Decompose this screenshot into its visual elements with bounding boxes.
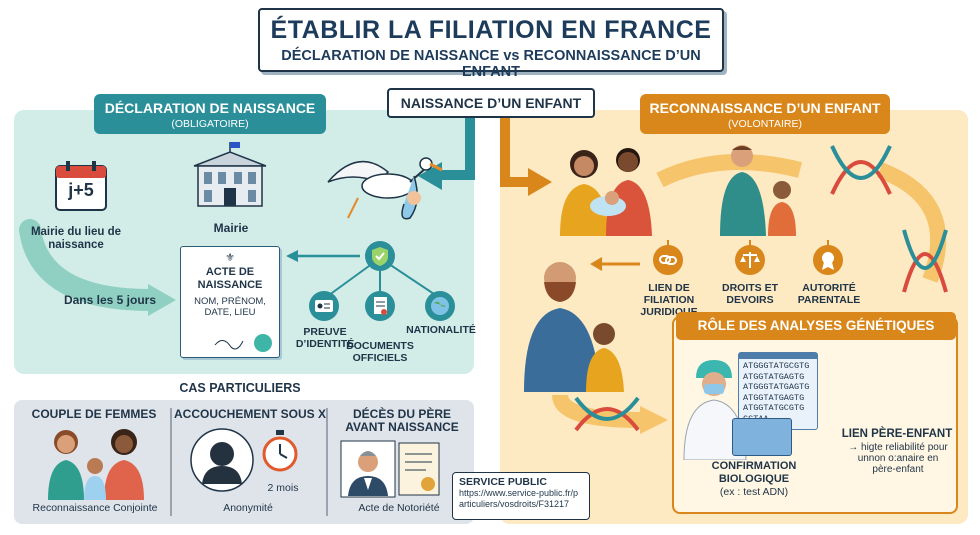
sequence-line: ATGGGTATGAGTG <box>743 382 810 392</box>
service-public-link[interactable]: https://www.service-public.fr/particulie… <box>459 488 579 509</box>
case-x-title: ACCOUCHEMENT SOUS X <box>174 407 327 421</box>
reconnaissance-subtitle: (VOLONTAIRE) <box>728 118 802 130</box>
stamp-icon <box>214 334 272 352</box>
stork-icon <box>318 142 444 226</box>
page-title: ÉTABLIR LA FILIATION EN FRANCE <box>270 16 712 44</box>
confirm-label: CONFIRMATION BIOLOGIQUE <box>711 460 797 485</box>
calendar-icon: j+5 <box>54 160 108 212</box>
town-hall-icon <box>188 140 272 210</box>
link-title: LIEN PÈRE-ENFANT <box>841 428 953 440</box>
case-x-caption: Anonymité <box>223 502 273 514</box>
documents-label: DOCUMENTS OFFICIELS <box>346 340 414 364</box>
notary-document-icon <box>398 442 442 496</box>
seal-icon: ⚜ <box>225 252 235 264</box>
confirm-sub: (ex : test ADN) <box>719 486 789 498</box>
link-desc: → higte reliabilité pour unnon o:anaire … <box>848 442 948 475</box>
authority-badge-icon <box>812 244 844 276</box>
globe-icon <box>424 290 456 322</box>
family-illustration <box>554 140 662 236</box>
dna-icon <box>830 145 892 195</box>
declaration-subtitle: (OBLIGATOIRE) <box>171 118 249 130</box>
shield-check-icon <box>364 240 396 272</box>
mairie-lieu-label: Mairie du lieu de naissance <box>30 226 122 251</box>
timer-label: 2 mois <box>267 482 299 494</box>
case-women-caption: Reconnaissance Conjointe <box>32 502 158 514</box>
effect-authority: AUTORITÉ PARENTALE <box>797 282 861 306</box>
case-death-caption: Acte de Notoriété <box>358 502 440 514</box>
calendar-label: j+5 <box>68 180 94 200</box>
sequence-line: ATGGTATGAGTG <box>743 371 805 382</box>
page-subtitle: DÉCLARATION DE NAISSANCE vs RECONNAISSAN… <box>281 48 701 80</box>
declaration-ribbon: DÉCLARATION DE NAISSANCE (OBLIGATOIRE) <box>94 94 326 134</box>
case-women-title: COUPLE DE FEMMES <box>31 407 157 421</box>
delay-label: Dans les 5 jours <box>63 293 157 307</box>
sequence-line: ATGGGTATGCGTG <box>743 361 810 371</box>
scales-icon <box>734 244 766 276</box>
chain-link-icon <box>652 244 684 276</box>
orange-arrow-head <box>528 168 552 196</box>
case-death-title: DÉCÈS DU PÈRE AVANT NAISSANCE <box>345 407 459 434</box>
lab-scientist-illustration <box>680 354 750 461</box>
birth-event-box: NAISSANCE D’UN ENFANT <box>387 88 595 118</box>
birth-certificate: ⚜ ACTE DE NAISSANCE NOM, PRÉNOM, DATE, L… <box>180 246 280 358</box>
father-child-illustration <box>712 140 804 236</box>
family-women-icon <box>40 424 150 500</box>
certificate-title: ACTE DE NAISSANCE <box>197 266 263 291</box>
teal-arrow-head <box>418 162 442 190</box>
title-box: ÉTABLIR LA FILIATION EN FRANCE DÉCLARATI… <box>258 8 724 80</box>
nationality-label: NATIONALITÉ <box>406 324 476 336</box>
father-portrait-icon <box>340 440 396 498</box>
reconnaissance-title: RECONNAISSANCE D’UN ENFANT <box>649 100 881 116</box>
proof-label: PREUVE D’IDENTITÉ <box>295 326 355 350</box>
divider <box>326 408 328 516</box>
effect-rights: DROITS ET DEVOIRS <box>721 282 778 306</box>
id-card-icon <box>308 290 340 322</box>
reconnaissance-ribbon: RECONNAISSANCE D’UN ENFANT (VOLONTAIRE) <box>640 94 890 134</box>
sequence-line: ATGGTATGAGTG <box>743 392 805 403</box>
mairie-label: Mairie <box>213 221 249 235</box>
service-public-title: SERVICE PUBLIC <box>459 476 547 488</box>
dna-icon <box>574 396 640 432</box>
anonymous-person-icon <box>190 428 254 492</box>
certificate-fields: NOM, PRÉNOM, DATE, LIEU <box>194 296 266 318</box>
father-son-illustration <box>520 252 630 392</box>
cases-title: CAS PARTICULIERS <box>179 381 301 395</box>
dna-icon <box>902 229 948 293</box>
stopwatch-icon <box>262 430 298 472</box>
divider <box>170 408 172 516</box>
tablet-icon <box>732 418 792 456</box>
documents-icon <box>364 290 396 322</box>
genetics-title: RÔLE DES ANALYSES GÉNÉTIQUES <box>676 312 956 340</box>
service-public-box[interactable]: SERVICE PUBLIC https://www.service-publi… <box>452 472 590 520</box>
declaration-title: DÉCLARATION DE NAISSANCE <box>104 100 316 116</box>
sequence-line: ATGGTATGCGTG <box>743 403 805 413</box>
